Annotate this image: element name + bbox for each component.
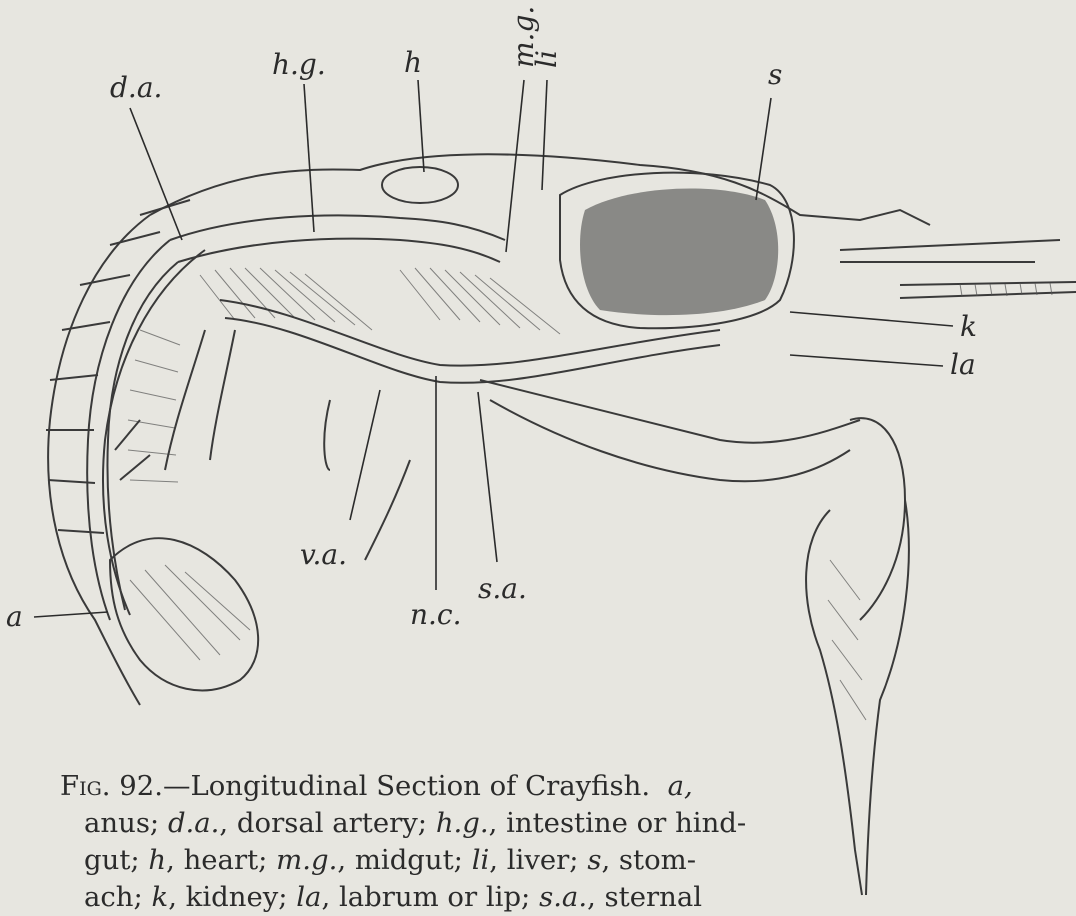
- caption-key: h.g.: [436, 807, 489, 839]
- abdomen-inner-curve: [103, 250, 205, 615]
- leader-m-g: [506, 80, 524, 252]
- caption-text: ach;: [84, 881, 152, 913]
- caption-fig-number: Fig. 92.: [60, 770, 163, 802]
- abdominal-muscle-hatching: [128, 268, 372, 482]
- carapace-outline: [150, 154, 930, 225]
- label-n-c: n.c.: [410, 598, 462, 631]
- caption-line-4: ach; k, kidney; la, labrum or lip; s.a.,…: [60, 879, 820, 916]
- walking-legs: [115, 330, 410, 560]
- caption-text: , labrum or lip;: [321, 881, 539, 913]
- caption-text: anus;: [84, 807, 168, 839]
- label-h: h: [404, 46, 422, 79]
- hind-gut-tube: [170, 215, 505, 262]
- label-h-g: h.g.: [272, 48, 326, 81]
- caption-key: k: [152, 881, 169, 913]
- caption-line-1: Fig. 92.—Longitudinal Section of Crayfis…: [60, 768, 820, 805]
- stomach-shading: [580, 189, 778, 316]
- caption-text: , dorsal artery;: [219, 807, 435, 839]
- label-li: li: [530, 50, 563, 68]
- leader-k: [790, 312, 953, 326]
- caption-line-3: gut; h, heart; m.g., midgut; li, liver; …: [60, 842, 820, 879]
- leader-s-a: [478, 392, 497, 562]
- crayfish-section-diagram: d.a. h.g. h m.g. li s k la v.a. n.c. s.a…: [0, 0, 1076, 896]
- caption-key: d.a.: [168, 807, 219, 839]
- caption-text: , sternal: [587, 881, 702, 913]
- caption-key: li: [472, 844, 490, 876]
- caption-text: , kidney;: [168, 881, 296, 913]
- leader-v-a: [350, 390, 380, 520]
- caption-text: , stom-: [601, 844, 696, 876]
- abdomen-outer-curve: [48, 215, 150, 705]
- caption-text: gut;: [84, 844, 148, 876]
- figure-caption: Fig. 92.—Longitudinal Section of Crayfis…: [60, 768, 820, 916]
- claw: [806, 418, 909, 895]
- label-s: s: [768, 58, 782, 91]
- caption-text: , midgut;: [337, 844, 471, 876]
- leader-d-a: [130, 108, 182, 240]
- caption-text: , heart;: [166, 844, 276, 876]
- label-k: k: [960, 310, 977, 343]
- antennae: [840, 240, 1076, 298]
- caption-text: , intestine or hind-: [489, 807, 747, 839]
- cephalothorax-lower: [480, 380, 860, 443]
- leader-li: [542, 80, 547, 190]
- label-a: a: [6, 600, 23, 633]
- label-v-a: v.a.: [300, 538, 347, 571]
- leader-h-g: [304, 84, 314, 232]
- caption-key: la: [296, 881, 321, 913]
- leader-a: [34, 612, 108, 617]
- label-s-a: s.a.: [478, 572, 527, 605]
- caption-key: h: [148, 844, 166, 876]
- caption-key: m.g.: [276, 844, 337, 876]
- caption-key: s: [587, 844, 601, 876]
- caption-title: —Longitudinal Section of Crayfish.: [163, 770, 650, 802]
- heart-shape: [382, 167, 458, 203]
- caption-key: s.a.: [539, 881, 587, 913]
- caption-line-2: anus; d.a., dorsal artery; h.g., intesti…: [60, 805, 820, 842]
- label-d-a: d.a.: [110, 71, 162, 104]
- caption-line1-tail: a,: [668, 770, 693, 802]
- leader-lines: [34, 80, 953, 617]
- label-la: la: [950, 348, 976, 381]
- leader-la: [790, 355, 943, 366]
- gill-hatching: [400, 268, 560, 334]
- caption-text: , liver;: [489, 844, 587, 876]
